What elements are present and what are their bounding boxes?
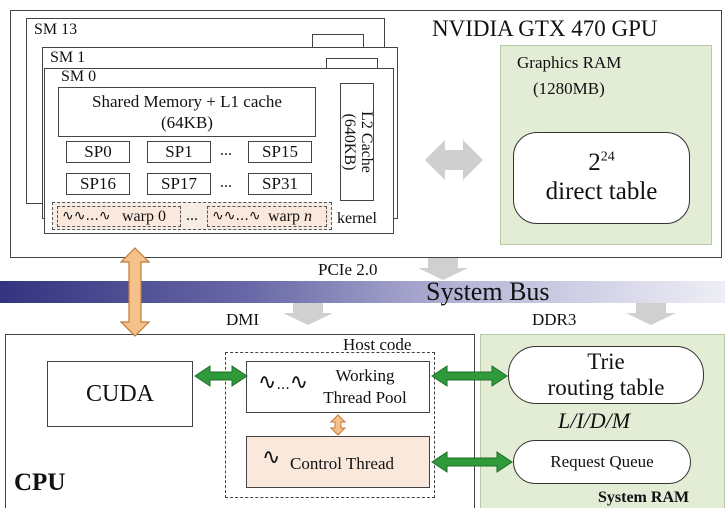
warp-n-label: warp n xyxy=(268,208,312,225)
cuda-box: CUDA xyxy=(47,361,193,427)
warp-0-label: warp 0 xyxy=(122,208,166,225)
direct-table-size: 224 xyxy=(588,149,615,177)
working-pool-squiggles: ∿...∿ xyxy=(258,370,309,395)
cpu-label: CPU xyxy=(14,469,66,496)
graphics-ram-size: (1280MB) xyxy=(533,79,605,98)
control-thread-label: Control Thread xyxy=(290,454,395,473)
sp-cell: SP31 xyxy=(248,173,312,195)
l2-cache-box xyxy=(340,83,374,201)
sp-cell: SP1 xyxy=(147,141,211,163)
working-pool-line2: Thread Pool xyxy=(323,388,407,408)
orange-double-arrow xyxy=(119,247,151,337)
warp-0-box xyxy=(57,206,181,227)
gray-double-arrow xyxy=(425,140,483,180)
sm-0-label: SM 0 xyxy=(61,68,97,85)
direct-table-box: 224 direct table xyxy=(513,132,690,224)
warp-n-box xyxy=(207,206,327,227)
system-ram-label: System RAM xyxy=(598,489,690,506)
working-pool-text: Working Thread Pool xyxy=(305,365,425,409)
ddr3-arrow xyxy=(626,303,676,325)
shared-memory-label: Shared Memory + L1 cache xyxy=(92,91,282,111)
sp-cell: SP0 xyxy=(66,141,130,163)
kernel-label: kernel xyxy=(337,210,377,227)
control-thread-box xyxy=(246,436,430,488)
graphics-ram-title: Graphics RAM xyxy=(517,53,622,72)
request-queue-box: Request Queue xyxy=(513,440,691,484)
direct-table-label: direct table xyxy=(545,178,658,205)
sp-cell: SP16 xyxy=(66,173,130,195)
green-arrow-cuda xyxy=(194,365,248,387)
host-code-region xyxy=(225,352,435,498)
trie-routing-table-box: Trie routing table xyxy=(508,346,704,404)
ddr3-label: DDR3 xyxy=(532,310,577,329)
sp-ellipsis: ... xyxy=(220,142,232,159)
pcie-label: PCIe 2.0 xyxy=(318,260,378,279)
host-code-label: Host code xyxy=(343,335,412,354)
gpu-title: NVIDIA GTX 470 GPU xyxy=(432,16,658,41)
shared-memory-box: Shared Memory + L1 cache (64KB) xyxy=(58,87,316,137)
system-bus-label: System Bus xyxy=(426,277,550,306)
dmi-arrow xyxy=(283,303,333,325)
dmi-label: DMI xyxy=(226,310,260,329)
lidm-label: L/I/D/M xyxy=(558,408,631,433)
green-arrow-queue xyxy=(431,451,513,473)
shared-memory-size: (64KB) xyxy=(161,113,213,132)
warp-0-squiggles: ∿∿...∿ xyxy=(62,208,111,224)
warp-n-squiggles: ∿∿...∿ xyxy=(212,208,261,224)
sm-1-label: SM 1 xyxy=(50,49,86,66)
pcie-arrow xyxy=(418,258,468,280)
working-pool-line1: Working xyxy=(335,366,395,385)
sm-13-label: SM 13 xyxy=(34,21,78,38)
sp-cell: SP15 xyxy=(248,141,312,163)
warp-ellipsis: ... xyxy=(186,207,198,224)
trie-line1: Trie xyxy=(587,348,625,374)
green-arrow-trie xyxy=(431,365,508,387)
system-bus-bar xyxy=(0,281,725,303)
sp-ellipsis: ... xyxy=(220,174,232,191)
trie-line2: routing table xyxy=(547,375,665,400)
control-thread-squiggle: ∿ xyxy=(262,445,281,470)
small-orange-arrow xyxy=(329,414,347,436)
sp-cell: SP17 xyxy=(147,173,211,195)
working-thread-pool-box xyxy=(246,361,430,413)
